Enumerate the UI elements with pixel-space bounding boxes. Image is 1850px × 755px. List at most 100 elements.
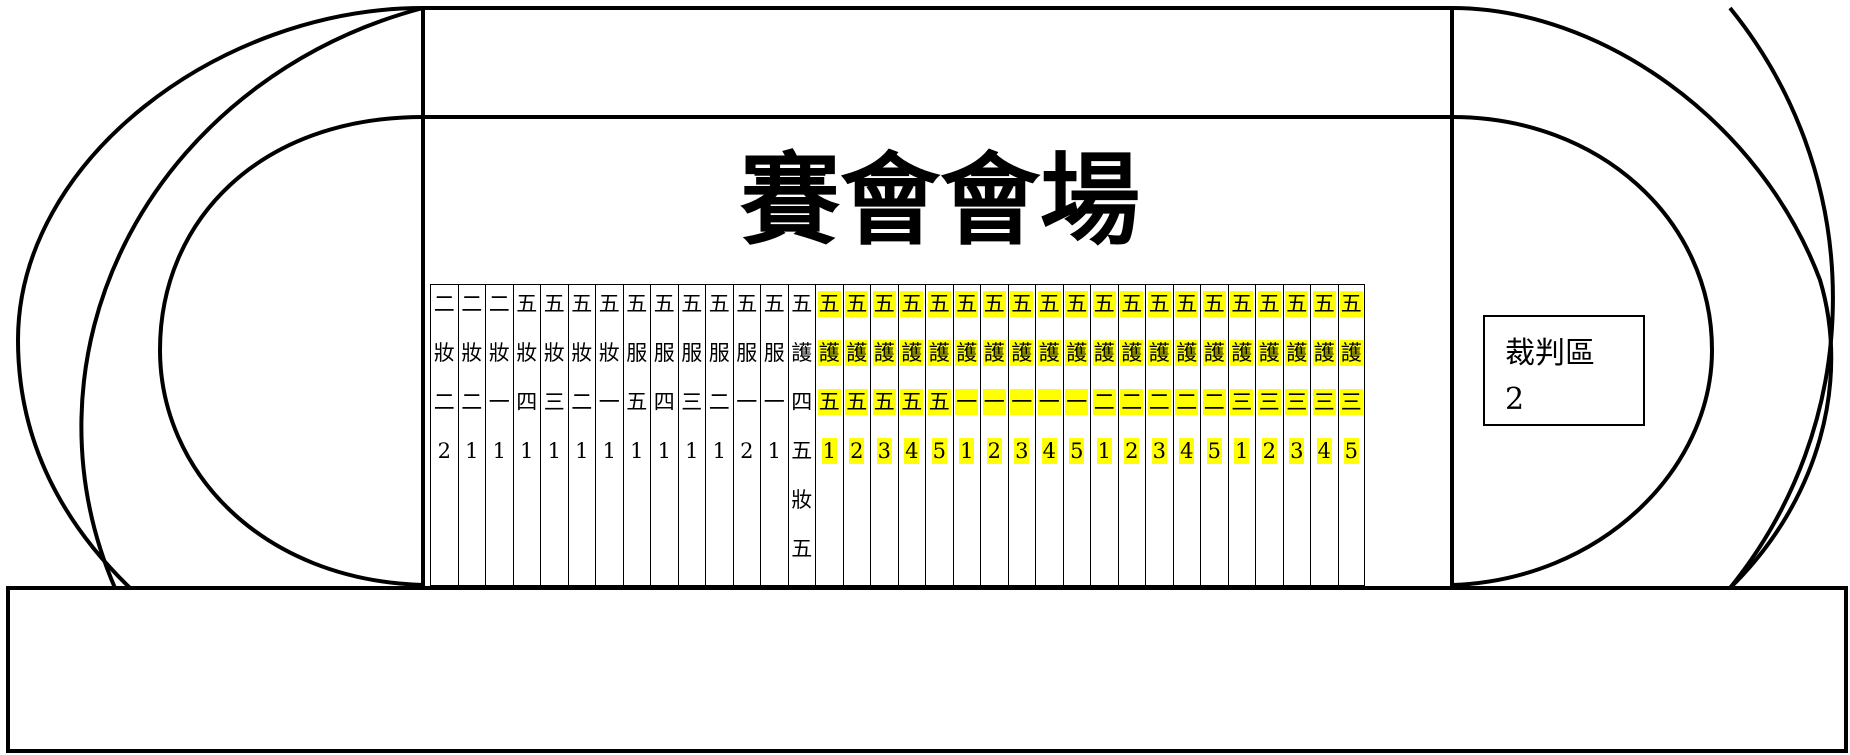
seat-char-text: 護	[955, 340, 979, 366]
seat-char-text: 護	[1285, 340, 1309, 366]
seat-char-text: 護	[982, 340, 1006, 366]
seat-char: 護	[1092, 340, 1116, 389]
seat-char: 5	[931, 438, 947, 487]
seat-char-text: 三	[543, 390, 565, 414]
seat-char-text: 護	[1092, 340, 1116, 366]
seat-char: 服	[625, 340, 648, 389]
seat-char-text: 護	[1175, 340, 1199, 366]
seat-char-text: 3	[1289, 438, 1305, 464]
seat-char: 五	[1010, 291, 1034, 340]
seat-char: 五	[790, 291, 813, 340]
seat-char: 一	[763, 389, 786, 438]
seat-char: 二	[570, 389, 593, 438]
seat-char-text: 一	[1065, 389, 1089, 415]
seat-char-text: 五	[791, 292, 813, 316]
seat-column: 五護四五妝五	[787, 284, 815, 586]
seat-char: 5	[1343, 438, 1359, 487]
seat-char-text: 2	[1124, 438, 1140, 464]
seat-char-text: 護	[900, 340, 924, 366]
seat-char-text: 五	[982, 291, 1006, 317]
seat-char-text: 5	[1069, 438, 1085, 464]
seat-char: 1	[821, 438, 837, 487]
seat-char-text: 二	[1120, 389, 1144, 415]
seat-char: 1	[464, 438, 479, 487]
seat-char-text: 五	[900, 291, 924, 317]
seat-char: 三	[1230, 389, 1254, 438]
seat-char-text: 服	[763, 341, 785, 365]
seat-char: 五	[927, 291, 951, 340]
seat-char-text: 三	[1339, 389, 1363, 415]
outer-track	[1451, 6, 1834, 590]
seat-char-text: 一	[763, 390, 785, 414]
seat-char: 五	[817, 389, 841, 438]
seat-char-text: 5	[931, 438, 947, 464]
seat-char-text: 三	[1285, 389, 1309, 415]
seat-char-text: 五	[1339, 291, 1363, 317]
seat-char-text: 1	[465, 439, 479, 463]
seat-char: 二	[1092, 389, 1116, 438]
seat-char-text: 二	[571, 390, 593, 414]
seat-char: 二	[1202, 389, 1226, 438]
seat-char: 五	[955, 291, 979, 340]
seat-char: 護	[1037, 340, 1061, 389]
seat-char-text: 五	[543, 292, 565, 316]
seat-char: 一	[982, 389, 1006, 438]
seat-char: 服	[653, 340, 676, 389]
seat-char-text: 二	[433, 292, 455, 316]
seat-char: 二	[488, 291, 511, 340]
seat-char-text: 一	[955, 389, 979, 415]
seat-char: 妝	[488, 340, 511, 389]
seat-char-text: 五	[1175, 291, 1199, 317]
seat-char: 服	[763, 340, 786, 389]
seat-char-text: 護	[791, 341, 813, 365]
seat-char: 護	[982, 340, 1006, 389]
seat-char: 妝	[790, 487, 813, 536]
seat-char-text: 五	[1202, 291, 1226, 317]
seat-char-text: 二	[1175, 389, 1199, 415]
seat-char-text: 1	[630, 439, 644, 463]
seat-char-text: 一	[736, 390, 758, 414]
seat-char: 1	[519, 438, 534, 487]
seat-char-text: 二	[433, 390, 455, 414]
seat-char-text: 服	[626, 341, 648, 365]
seat-char-text: 1	[1096, 438, 1112, 464]
seat-char-text: 妝	[488, 341, 510, 365]
seat-char: 五	[1230, 291, 1254, 340]
seat-char: 1	[574, 438, 589, 487]
seat-char: 三	[1339, 389, 1363, 438]
bottom-stand	[6, 586, 1848, 753]
seat-char: 五	[653, 291, 676, 340]
seat-char: 護	[1202, 340, 1226, 389]
seat-char-text: 二	[488, 292, 510, 316]
seat-char: 5	[1206, 438, 1222, 487]
seat-char-text: 妝	[433, 341, 455, 365]
seat-char: 4	[1316, 438, 1332, 487]
seat-char: 妝	[598, 340, 621, 389]
seat-char: 三	[1312, 389, 1336, 438]
seat-char-text: 服	[653, 341, 675, 365]
seat-char: 服	[735, 340, 758, 389]
seat-char-text: 服	[736, 341, 758, 365]
seat-char: 三	[543, 389, 566, 438]
seat-char-text: 二	[461, 292, 483, 316]
seat-char: 五	[1120, 291, 1144, 340]
seat-char: 護	[1312, 340, 1336, 389]
seat-char: 五	[1257, 291, 1281, 340]
seat-char-text: 五	[516, 292, 538, 316]
seat-char: 五	[1092, 291, 1116, 340]
seat-char: 二	[460, 291, 483, 340]
seat-char-text: 護	[817, 340, 841, 366]
seat-char: 護	[790, 340, 813, 389]
seat-char-text: 1	[821, 438, 837, 464]
seat-char: 五	[598, 291, 621, 340]
seat-char-text: 三	[1230, 389, 1254, 415]
seat-char-text: 五	[571, 292, 593, 316]
seat-char: 五	[625, 389, 648, 438]
seat-char: 3	[1014, 438, 1030, 487]
